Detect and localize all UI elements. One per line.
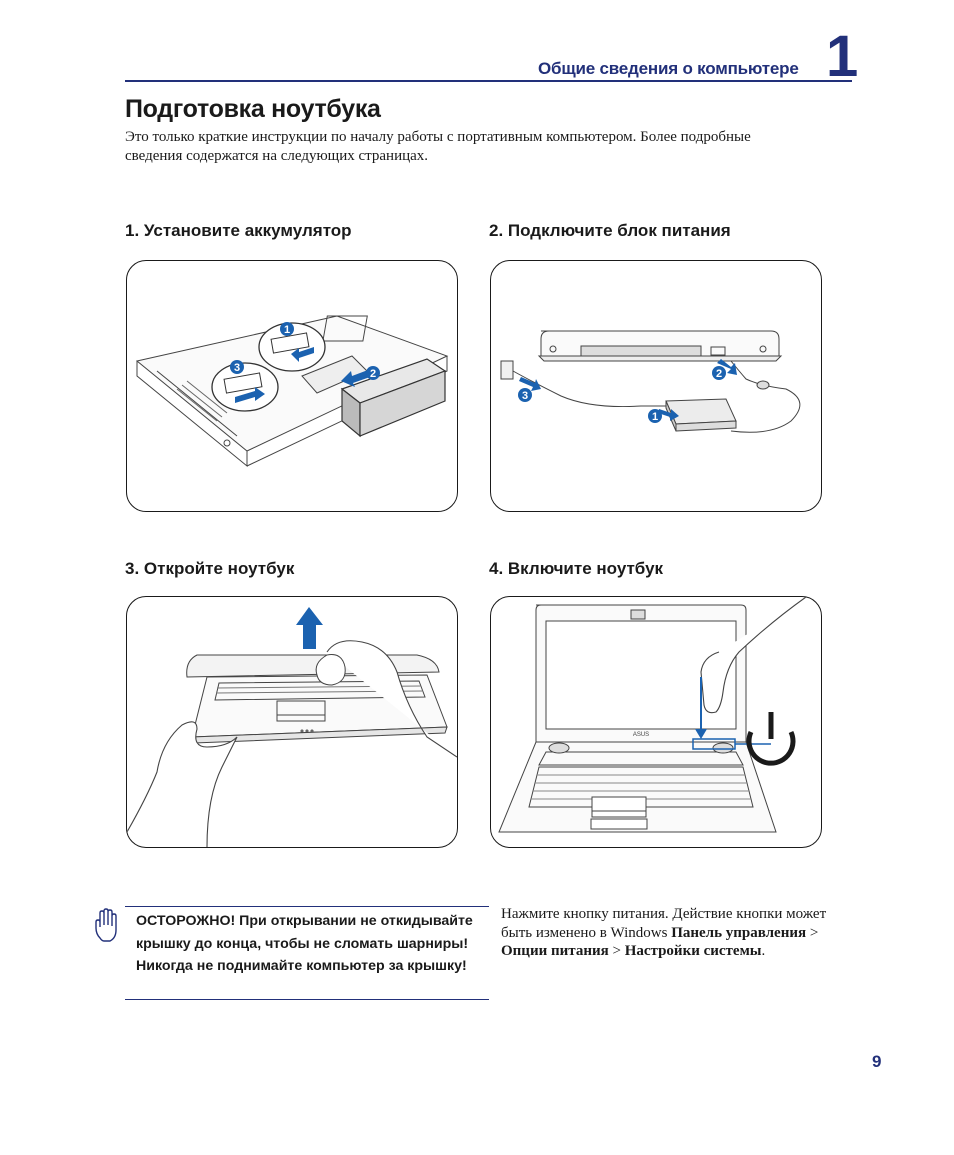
step-2-title: 2. Подключите блок питания — [489, 221, 731, 240]
power-adapter-illustration: 1 2 3 — [490, 260, 822, 512]
warning-rule-bottom — [125, 999, 489, 1000]
header-rule — [125, 80, 852, 82]
battery-callout-1: 1 — [284, 324, 290, 336]
note-bold-control-panel: Панель управления — [671, 924, 807, 941]
hand-icon — [94, 908, 120, 949]
chapter-title: Общие сведения о компьютере — [538, 59, 799, 78]
battery-illustration: 1 2 3 — [126, 260, 458, 512]
power-callout-2: 2 — [716, 368, 722, 380]
power-callout-3: 3 — [522, 390, 528, 402]
note-bold-power-options: Опции питания — [501, 943, 609, 959]
warning-rule-top — [125, 906, 489, 907]
page-number: 9 — [872, 1052, 882, 1071]
asus-logo: ASUS — [633, 732, 649, 738]
step-3-title: 3. Откройте ноутбук — [125, 559, 295, 578]
power-on-illustration: ASUS — [490, 596, 822, 848]
intro-paragraph: Это только краткие инструкции по началу … — [125, 129, 751, 164]
power-note: Нажмите кнопку питания. Действие кнопки … — [501, 906, 827, 959]
power-callout-1: 1 — [652, 411, 658, 423]
step-4-title: 4. Включите ноутбук — [489, 559, 664, 578]
note-bold-system-settings: Настройки системы — [624, 943, 762, 959]
page-title: Подготовка ноутбука — [125, 95, 381, 123]
power-icon — [746, 712, 796, 766]
step-1-title: 1. Установите аккумулятор — [125, 221, 352, 240]
battery-callout-2: 2 — [370, 368, 376, 380]
battery-callout-3: 3 — [234, 362, 240, 374]
warning-text: ОСТОРОЖНО! При открывании не откидывайте… — [136, 913, 473, 974]
chapter-number: 1 — [826, 24, 859, 89]
open-laptop-illustration — [126, 596, 458, 848]
